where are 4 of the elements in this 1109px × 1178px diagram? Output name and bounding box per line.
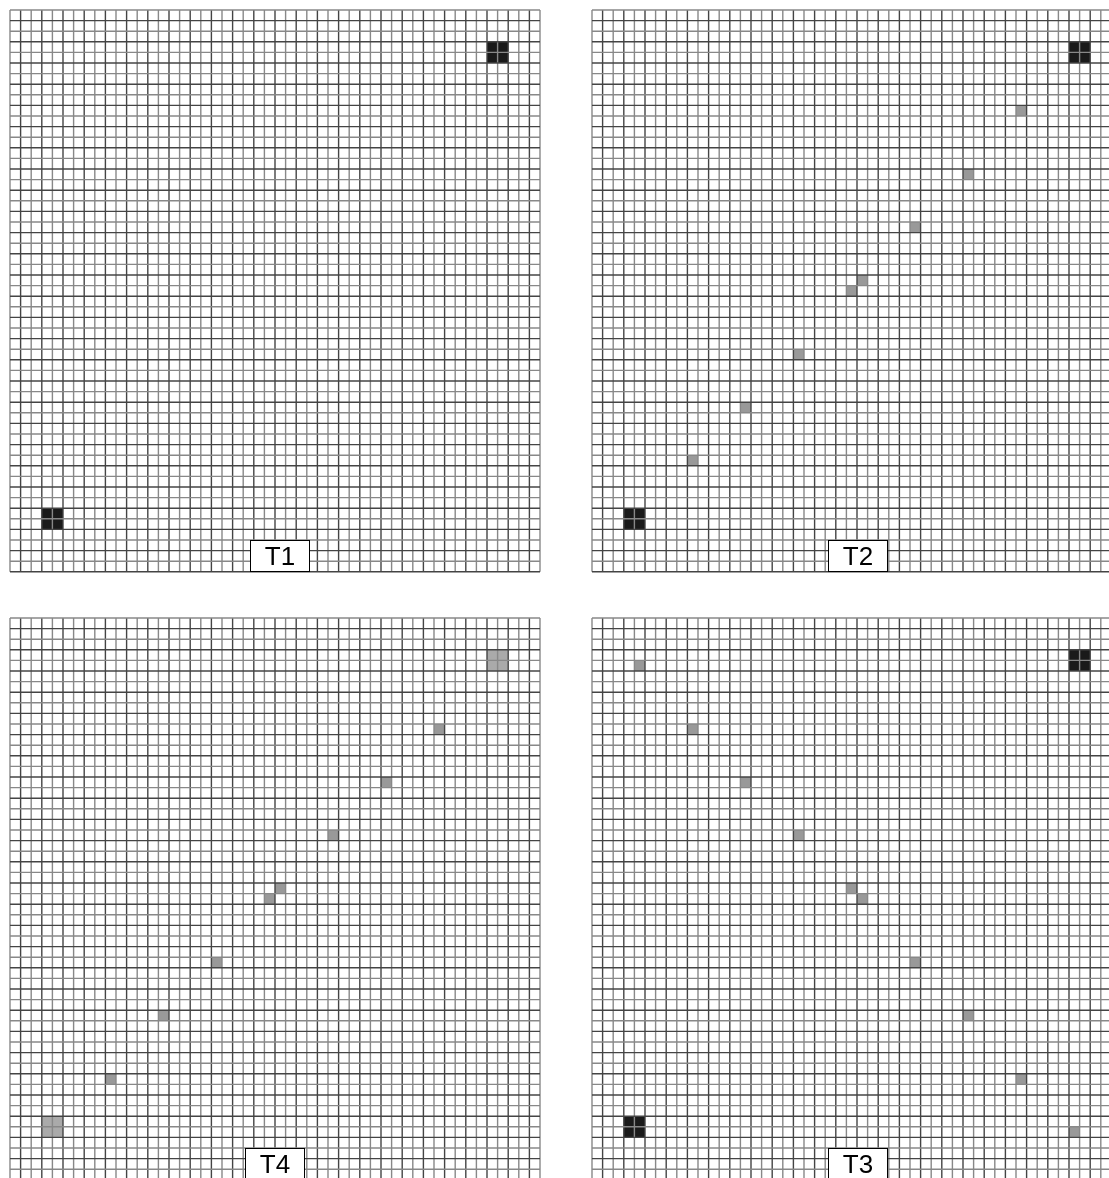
panel-label: T4 bbox=[245, 1148, 305, 1178]
panel-label: T2 bbox=[828, 540, 888, 572]
panel-label: T3 bbox=[828, 1148, 888, 1178]
panel-label: T1 bbox=[250, 540, 310, 572]
